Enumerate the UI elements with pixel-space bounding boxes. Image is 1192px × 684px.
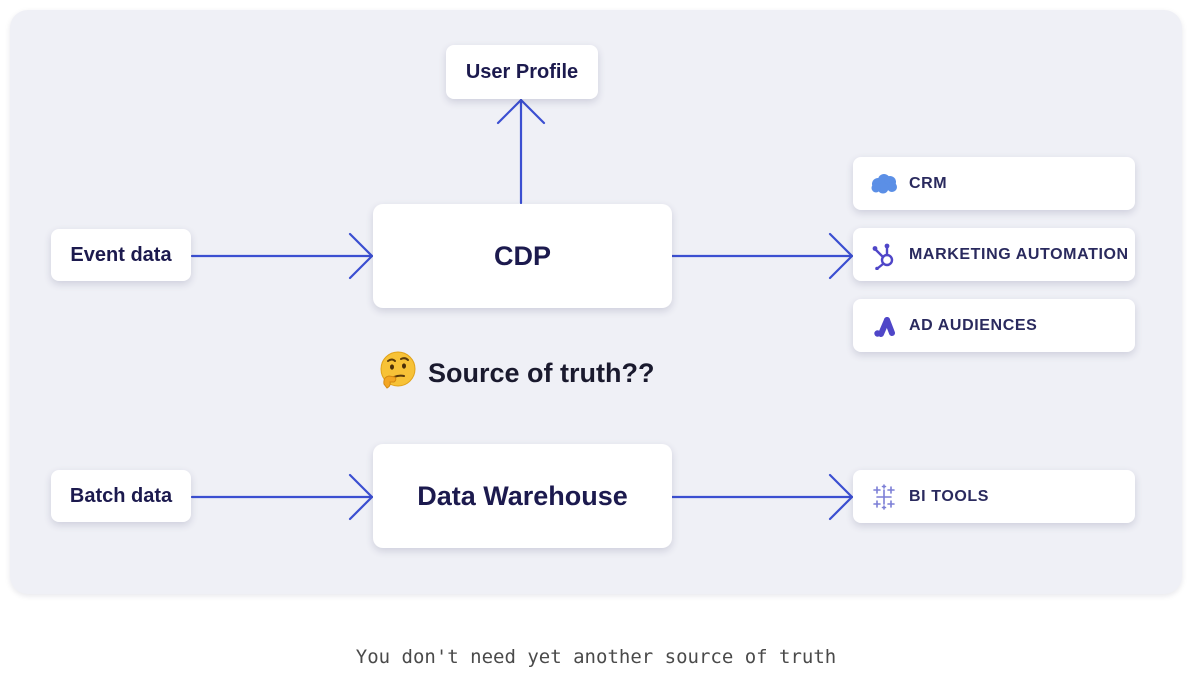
marketing-automation-box: MARKETING AUTOMATION: [853, 228, 1135, 281]
bi-tools-label: BI TOOLS: [909, 487, 990, 505]
user-profile-box: User Profile: [446, 45, 598, 99]
batch-data-box: Batch data: [51, 470, 191, 522]
figure-caption: You don't need yet another source of tru…: [355, 646, 837, 668]
marketing-automation-label: MARKETING AUTOMATION: [909, 245, 1129, 263]
hubspot-icon: [869, 240, 899, 270]
tableau-icon: [869, 482, 899, 512]
source-of-truth-text: Source of truth??: [428, 358, 655, 388]
crm-label: CRM: [909, 174, 948, 192]
crm-box: CRM: [853, 157, 1135, 210]
batch-data-label: Batch data: [69, 484, 173, 507]
data-warehouse-box: Data Warehouse: [373, 444, 672, 548]
cdp-label: CDP: [493, 240, 551, 271]
thinking-face-icon: [378, 350, 418, 397]
event-data-box: Event data: [51, 229, 191, 281]
user-profile-label: User Profile: [465, 60, 579, 83]
google-ads-icon: [869, 311, 899, 341]
bi-tools-box: BI TOOLS: [853, 470, 1135, 523]
ad-audiences-label: AD AUDIENCES: [909, 316, 1038, 334]
event-data-label: Event data: [70, 243, 172, 266]
ad-audiences-box: AD AUDIENCES: [853, 299, 1135, 352]
salesforce-cloud-icon: [869, 169, 899, 199]
data-warehouse-label: Data Warehouse: [417, 480, 628, 511]
cdp-box: CDP: [373, 204, 672, 308]
source-of-truth-note: Source of truth??: [378, 350, 654, 397]
